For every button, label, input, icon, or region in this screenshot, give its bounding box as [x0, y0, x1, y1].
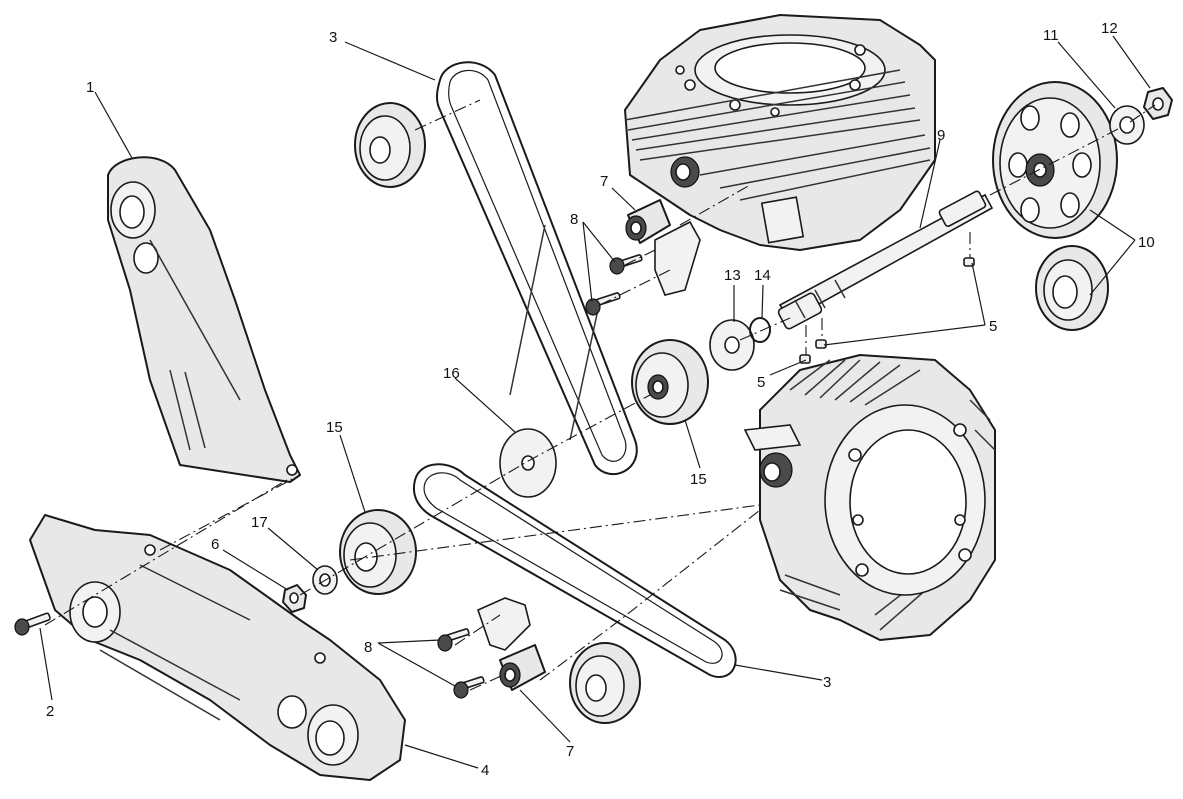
- callout-7-upper: 7: [600, 173, 608, 190]
- callout-9: 9: [937, 127, 945, 144]
- callout-12: 12: [1101, 20, 1118, 37]
- callout-3-upper: 3: [329, 29, 337, 46]
- screw-8-a: [609, 254, 643, 275]
- lower-belt-cover: [29, 514, 406, 781]
- tensioner-bracket-upper: [654, 220, 701, 296]
- nut-6: [282, 584, 307, 613]
- screw-8-b: [585, 292, 621, 316]
- tensioner-roller-lower: [499, 644, 546, 691]
- upper-timing-belt: [436, 61, 638, 476]
- callout-6: 6: [211, 536, 219, 553]
- upper-belt-cover: [107, 156, 301, 483]
- callout-16: 16: [443, 365, 460, 382]
- screw-2: [14, 612, 51, 636]
- circlip-14: [749, 317, 771, 343]
- front-cylinder: [743, 354, 996, 641]
- callout-1: 1: [86, 79, 94, 96]
- small-timing-gear: [1035, 245, 1109, 331]
- washer-13: [709, 319, 755, 371]
- callout-17: 17: [251, 514, 268, 531]
- spacer-disc-16: [499, 428, 557, 498]
- callout-7-lower: 7: [566, 743, 574, 760]
- large-timing-gear: [992, 81, 1118, 239]
- pulley-15-upper: [631, 339, 709, 425]
- callout-15-right: 15: [690, 471, 707, 488]
- callout-10: 10: [1138, 234, 1155, 251]
- callout-15-left: 15: [326, 419, 343, 436]
- callout-4: 4: [481, 762, 489, 779]
- pulley-15-lower: [339, 509, 417, 595]
- washer-11: [1109, 105, 1145, 145]
- callout-13: 13: [724, 267, 741, 284]
- assembly-axis-lines: [44, 99, 1156, 691]
- callout-8-upper: 8: [570, 211, 578, 228]
- callout-3-lower: 3: [823, 674, 831, 691]
- rear-cylinder: [624, 14, 936, 251]
- nut-12: [1143, 87, 1173, 120]
- lower-cam-pulley: [569, 642, 641, 724]
- screw-8-c: [437, 628, 470, 652]
- leader-lines: [39, 35, 1151, 769]
- callout-14: 14: [754, 267, 771, 284]
- callout-8-lower: 8: [364, 639, 372, 656]
- upper-cam-pulley: [354, 102, 426, 188]
- callout-5-right: 5: [989, 318, 997, 335]
- tensioner-roller-upper: [625, 199, 671, 244]
- tensioner-bracket-lower: [477, 597, 531, 651]
- camshaft: [777, 190, 994, 330]
- callout-labels: 1 2 3 3 4 5 5 6 7 7 8 8 9 10 11 12 13 14…: [46, 20, 1155, 779]
- screw-8-d: [453, 676, 485, 699]
- key-5-a: [963, 257, 975, 267]
- callout-2: 2: [46, 703, 54, 720]
- lower-timing-belt: [412, 463, 737, 678]
- key-5-b: [815, 339, 827, 349]
- callout-5-left: 5: [757, 374, 765, 391]
- callout-11: 11: [1043, 27, 1059, 44]
